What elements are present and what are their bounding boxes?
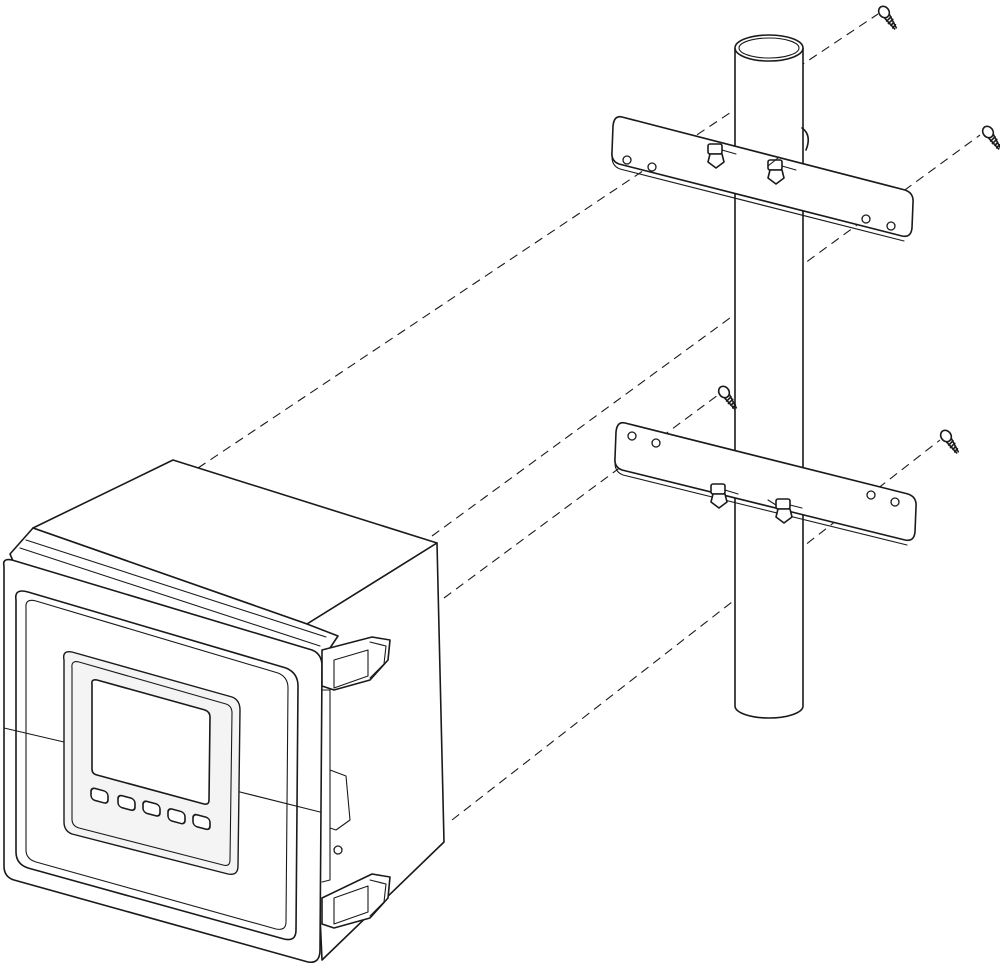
u-bolt-nut: [767, 498, 803, 524]
alignment-line: [443, 394, 719, 599]
bracket-hole: [647, 162, 657, 172]
rim-line: [25, 539, 327, 638]
hinge-strip: [321, 689, 331, 883]
u-bolt-nut: [707, 143, 737, 169]
alignment-line: [431, 134, 981, 537]
bracket-edge: [614, 457, 908, 546]
controller-enclosure: [2, 459, 445, 964]
hinge-detail: [329, 769, 351, 831]
bracket-hole: [861, 214, 871, 224]
bracket-hole: [886, 221, 896, 231]
display-bezel-inner: [71, 661, 233, 866]
pipe-top-rim: [734, 34, 804, 62]
bracket-plate: [614, 421, 917, 542]
bracket-hole: [651, 438, 661, 448]
keypad: [90, 787, 211, 831]
u-bolt: [801, 127, 810, 151]
u-bolt-nut: [710, 483, 739, 509]
bracket-edge: [611, 151, 905, 242]
mounting-screw-icon: [877, 5, 898, 30]
lcd-screen-icon: [91, 679, 211, 805]
pipe-inner-rim: [738, 37, 800, 59]
upper-latch: [321, 636, 391, 691]
keypad-button[interactable]: [192, 813, 211, 831]
u-bolt-nut: [767, 157, 797, 185]
mounting-screw-icon: [981, 125, 1000, 150]
mounting-screw-icon: [939, 429, 960, 454]
bracket-hole: [622, 155, 632, 165]
mounting-screw-icon: [717, 385, 738, 410]
keypad-button[interactable]: [117, 794, 136, 812]
mounting-pipe: [734, 34, 804, 719]
lower-latch: [321, 873, 391, 929]
bracket-plate: [611, 115, 914, 238]
keypad-button[interactable]: [142, 800, 161, 817]
pipe-body: [734, 48, 804, 719]
seam-line: [3, 727, 321, 813]
rim-line: [19, 547, 321, 647]
bracket-hole: [866, 490, 876, 500]
keypad-button[interactable]: [90, 787, 109, 804]
upper-bracket: [611, 115, 914, 242]
bracket-hole: [890, 497, 900, 507]
front-frame-inner: [25, 599, 289, 930]
keypad-button[interactable]: [167, 808, 186, 825]
hinge-hole: [333, 845, 343, 855]
front-frame-outer: [14, 590, 299, 941]
bracket-hole: [627, 431, 637, 441]
lower-bracket: [614, 421, 917, 546]
